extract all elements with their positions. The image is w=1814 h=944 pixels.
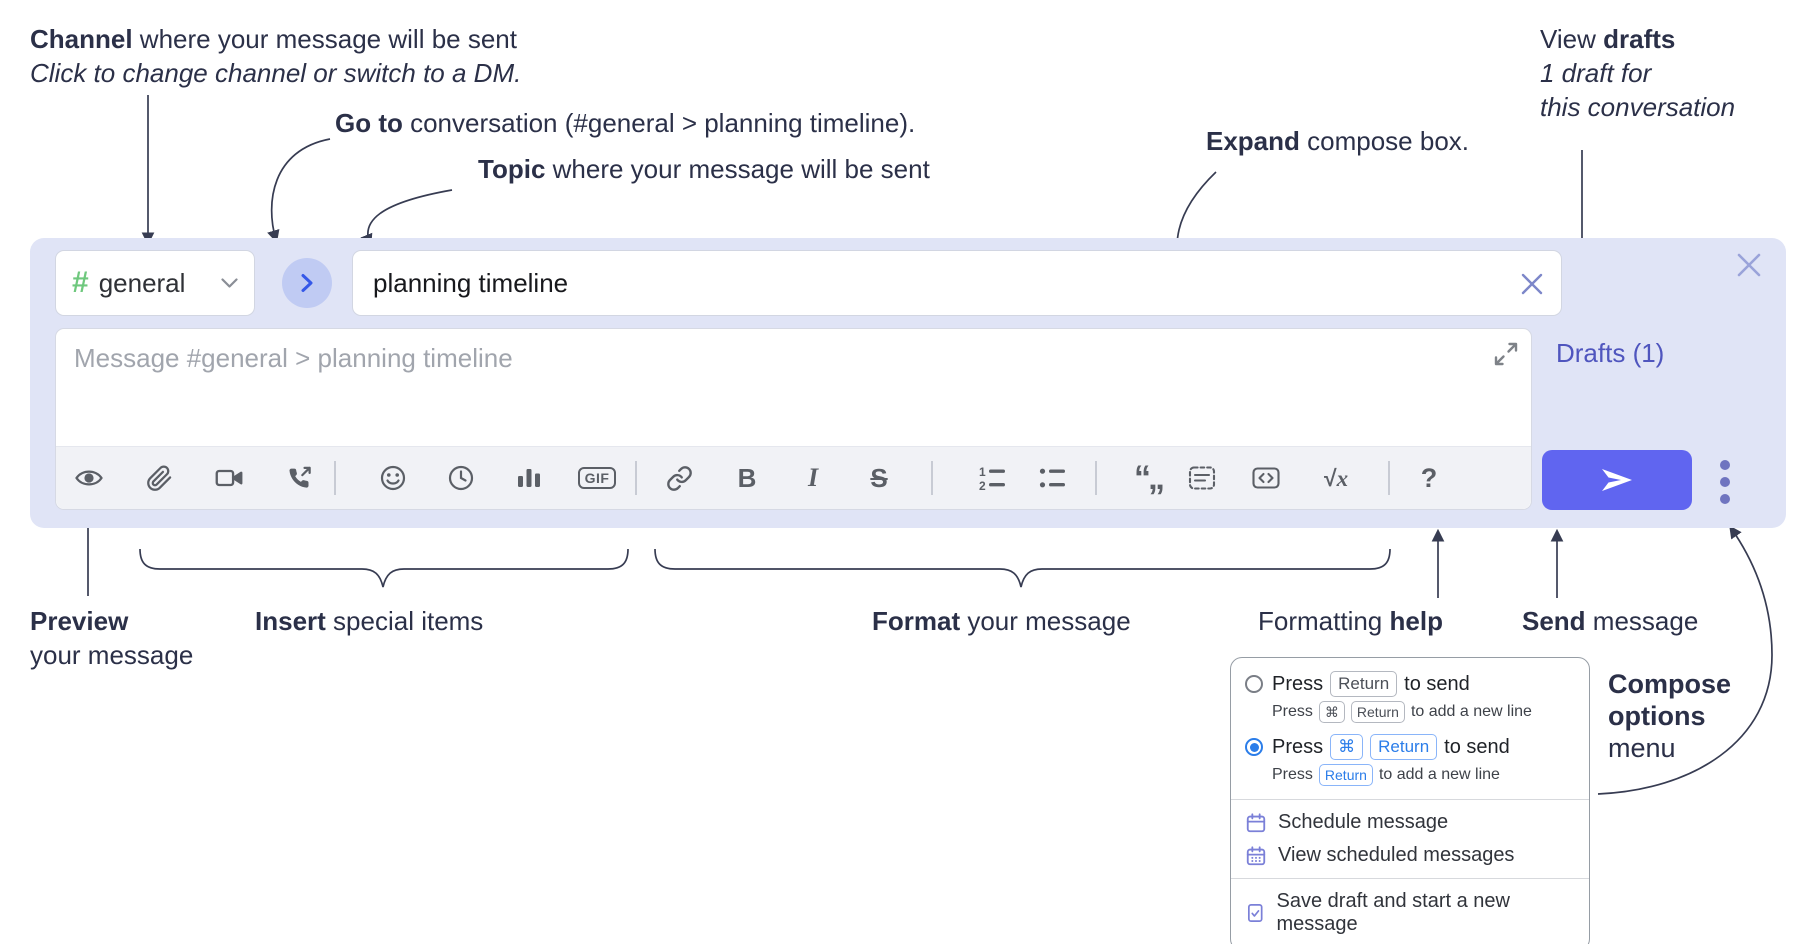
toolbar-divider xyxy=(334,461,336,495)
compose-options-menu-button[interactable] xyxy=(1708,456,1742,508)
radio-selected[interactable] xyxy=(1245,738,1263,756)
bold-icon[interactable]: B xyxy=(727,458,767,498)
annotation-format: Format your message xyxy=(872,606,1131,636)
send-button[interactable] xyxy=(1542,450,1692,510)
insert-brace xyxy=(139,548,629,588)
svg-text:1: 1 xyxy=(979,465,986,479)
annotation-view-drafts: View drafts 1 draft for this conversatio… xyxy=(1540,24,1736,122)
chevron-down-icon xyxy=(221,277,238,288)
draft-check-icon xyxy=(1247,904,1263,922)
numbered-list-icon[interactable]: 1 2 xyxy=(972,458,1012,498)
ellipsis-dot xyxy=(1720,460,1730,470)
attach-file-icon[interactable] xyxy=(139,458,179,498)
code-icon[interactable] xyxy=(1246,458,1286,498)
topic-arrow xyxy=(360,189,453,247)
key-cmd: ⌘ xyxy=(1318,701,1345,723)
italic-icon[interactable]: I xyxy=(793,458,833,498)
key-return: Return xyxy=(1318,764,1373,786)
annotation-send: Send message xyxy=(1522,606,1699,636)
ellipsis-dot xyxy=(1720,477,1730,487)
channel-name: general xyxy=(98,267,186,298)
compose-box: # general planning timeline xyxy=(30,238,1786,528)
link-icon[interactable] xyxy=(659,458,699,498)
spoiler-icon[interactable] xyxy=(1182,458,1222,498)
video-call-icon[interactable] xyxy=(209,458,249,498)
menu-item-view-scheduled-messages[interactable]: View scheduled messages xyxy=(1231,839,1589,872)
ellipsis-dot xyxy=(1720,494,1730,504)
close-compose-icon[interactable] xyxy=(1734,250,1764,285)
message-input[interactable]: Message #general > planning timeline xyxy=(55,328,1532,510)
math-icon[interactable]: √x xyxy=(1316,458,1356,498)
poll-icon[interactable] xyxy=(509,458,549,498)
key-cmd: ⌘ xyxy=(1330,734,1364,760)
global-time-icon[interactable] xyxy=(441,458,481,498)
calendar-icon xyxy=(1246,812,1266,832)
compose-toolbar: GIF B I S xyxy=(56,446,1531,509)
annotation-compose-options: Compose options menu xyxy=(1608,669,1732,763)
strikethrough-icon[interactable]: S xyxy=(859,458,899,498)
calendar-grid-icon xyxy=(1246,845,1266,865)
annotation-help: Formatting help xyxy=(1258,606,1443,636)
key-return: Return xyxy=(1330,671,1398,697)
gif-icon[interactable]: GIF xyxy=(577,458,617,498)
hash-icon: # xyxy=(72,266,89,299)
popup-divider xyxy=(1231,878,1589,879)
topic-input[interactable]: planning timeline xyxy=(352,250,1562,316)
menu-item-save-draft[interactable]: Save draft and start a new message xyxy=(1231,885,1589,941)
toolbar-divider xyxy=(1388,461,1390,495)
preview-eye-icon[interactable] xyxy=(69,458,109,498)
key-return: Return xyxy=(1350,701,1405,723)
annotation-preview: Preview your message xyxy=(30,606,194,670)
topic-value: planning timeline xyxy=(373,267,569,298)
clear-topic-icon[interactable] xyxy=(1519,271,1545,304)
send-icon xyxy=(1602,469,1632,491)
toolbar-divider xyxy=(931,461,933,495)
emoji-icon[interactable] xyxy=(373,458,413,498)
annotation-topic: Topic where your message will be sent xyxy=(478,154,930,184)
message-placeholder: Message #general > planning timeline xyxy=(74,343,513,373)
drafts-link[interactable]: Drafts (1) xyxy=(1556,338,1665,368)
menu-item-schedule-message[interactable]: Schedule message xyxy=(1231,806,1589,839)
option-enter-sends-subtext: Press ⌘ Return to add a new line xyxy=(1231,701,1589,730)
quote-icon[interactable]: “„ xyxy=(1128,458,1168,498)
annotation-expand: Expand compose box. xyxy=(1206,126,1470,156)
popup-divider xyxy=(1231,799,1589,800)
go-to-conversation-button[interactable] xyxy=(282,258,332,308)
annotation-goto: Go to conversation (#general > planning … xyxy=(335,108,916,138)
svg-text:2: 2 xyxy=(979,479,986,492)
voice-call-icon[interactable] xyxy=(279,458,319,498)
annotation-channel: Channel where your message will be sent … xyxy=(30,24,522,88)
expand-compose-icon[interactable] xyxy=(1493,341,1519,370)
formatting-help-icon[interactable]: ? xyxy=(1409,458,1449,498)
annotation-insert: Insert special items xyxy=(255,606,484,636)
option-cmd-enter-sends-subtext: Press Return to add a new line xyxy=(1231,764,1589,793)
goto-arrow xyxy=(267,138,331,244)
format-brace xyxy=(654,548,1391,588)
radio-unselected[interactable] xyxy=(1245,675,1263,693)
toolbar-divider xyxy=(635,461,637,495)
key-return: Return xyxy=(1370,734,1438,760)
chevron-right-icon xyxy=(301,274,313,292)
option-cmd-enter-sends[interactable]: Press ⌘ Return to send xyxy=(1231,730,1589,764)
option-enter-sends[interactable]: Press Return to send xyxy=(1231,667,1589,701)
toolbar-divider xyxy=(1095,461,1097,495)
bulleted-list-icon[interactable] xyxy=(1032,458,1072,498)
compose-options-popup: Press Return to send Press ⌘ Return to a… xyxy=(1230,657,1590,944)
channel-selector[interactable]: # general xyxy=(55,250,255,316)
